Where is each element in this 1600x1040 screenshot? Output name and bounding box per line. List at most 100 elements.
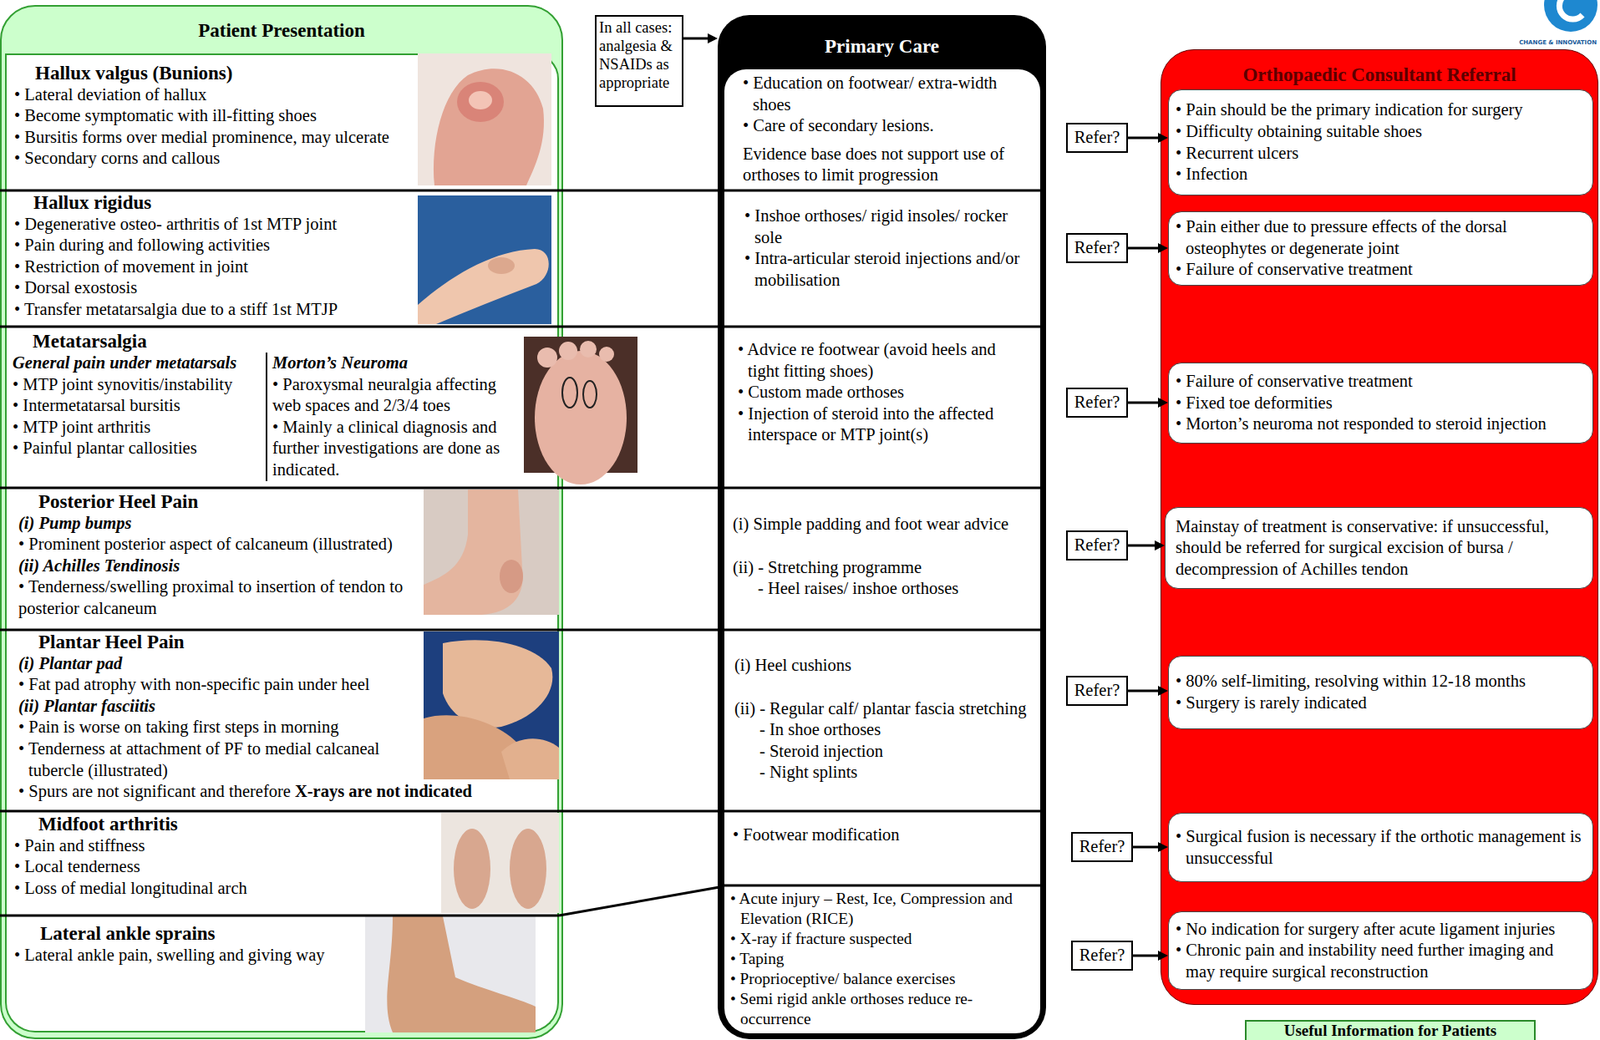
body-text: (ii) - Regular calf/ plantar fascia stre… xyxy=(734,698,1029,721)
illustration-part xyxy=(537,347,558,368)
heading-text: Hallux valgus (Bunions) xyxy=(35,62,414,85)
illustration-part xyxy=(1559,0,1583,20)
illustration-part xyxy=(0,189,1042,193)
body-text: • Painful plantar callosities xyxy=(12,437,264,460)
arrow-head xyxy=(1158,950,1169,961)
connector-line xyxy=(683,37,710,41)
body-text: • Fat pad atrophy with non-specific pain… xyxy=(18,674,421,696)
refer-box: Refer? xyxy=(1071,832,1133,863)
heading-text: Hallux rigidus xyxy=(33,192,414,214)
body-text: (ii) Plantar fasciitis xyxy=(18,695,421,718)
illustration-part xyxy=(501,738,559,780)
body-text: • X-ray if fracture suspected xyxy=(730,929,1029,950)
heading-text: Refer? xyxy=(1074,391,1121,414)
illustration-part xyxy=(423,489,559,615)
illustration-part xyxy=(534,350,627,485)
connector-arrow xyxy=(1127,685,1169,696)
note-box: In all cases: analgesia & NSAIDs as appr… xyxy=(594,15,684,107)
body-text: • Secondary corns and callous xyxy=(14,147,414,170)
connector-arrow xyxy=(1127,243,1169,254)
text-group: • Spurs are not significant and therefor… xyxy=(18,781,554,803)
logo-caption: CHANGE & INNOVATION xyxy=(1518,39,1597,47)
heading-text: Refer? xyxy=(1074,126,1121,149)
illustration-part xyxy=(453,828,491,910)
heading-text: Primary Care xyxy=(717,35,1047,58)
logo-symbol xyxy=(1544,0,1598,32)
illustration-part xyxy=(558,887,720,916)
hallux-valgus-photo xyxy=(417,53,552,186)
heading-text: Mainstay of treatment is conservative: i… xyxy=(1175,516,1583,581)
arrow-head xyxy=(1158,842,1169,853)
info-box: Useful Information for Patients xyxy=(1244,1020,1536,1040)
metatarsalgia-photo xyxy=(523,336,638,485)
text-group: Morton’s Neuroma• Paroxysmal neuralgia a… xyxy=(265,352,517,482)
illustration-part xyxy=(1544,0,1598,32)
connector-line xyxy=(1132,954,1160,958)
heading-text: Midfoot arthritis xyxy=(38,813,437,836)
body-text: • Proprioceptive/ balance exercises xyxy=(730,969,1029,990)
row-separator xyxy=(0,190,1042,916)
body-text: • MTP joint arthritis xyxy=(12,416,264,439)
ankle-photo xyxy=(365,916,536,1033)
body-text: • Recurrent ulcers xyxy=(1175,142,1585,165)
body-text: (ii) - Stretching programme xyxy=(732,557,1029,580)
illustration-part xyxy=(562,377,578,408)
referral-box: • Pain should be the primary indication … xyxy=(1168,89,1594,196)
illustration-part xyxy=(0,914,559,918)
body-text: • Surgery is rarely indicated xyxy=(1175,692,1585,715)
illustration-part xyxy=(441,812,559,914)
body-text: • Bursitis forms over medial prominence,… xyxy=(14,126,414,149)
body-text: (i) Pump bumps xyxy=(18,513,421,535)
connector-line xyxy=(1127,544,1157,548)
refer-box: Refer? xyxy=(1066,233,1128,264)
heading-text: Refer? xyxy=(1079,836,1126,859)
body-text: • Loss of medial longitudinal arch xyxy=(14,878,437,900)
body-text: • Failure of conservative treatment xyxy=(1175,259,1585,281)
body-text: • Spurs are not significant and therefor… xyxy=(18,782,291,801)
heading-text: Metatarsalgia xyxy=(32,330,549,353)
heading-text: Orthopaedic Consultant Referral xyxy=(1161,64,1598,87)
heading-text: Lateral ankle sprains xyxy=(40,923,366,945)
body-text: • Prominent posterior aspect of calcaneu… xyxy=(18,533,421,556)
body-text: • Degenerative osteo- arthritis of 1st M… xyxy=(14,213,414,236)
illustration-part xyxy=(509,828,547,910)
body-text: - Night splints xyxy=(759,761,1029,784)
body-text: • Chronic pain and instability need furt… xyxy=(1175,939,1585,983)
body-text: • MTP joint synovitis/instability xyxy=(12,374,264,397)
body-text: Morton’s Neuroma xyxy=(272,352,517,375)
treatment-row: • Acute injury – Rest, Ice, Compression … xyxy=(724,885,1041,1034)
referral-box: • Failure of conservative treatment• Fix… xyxy=(1168,362,1594,444)
heading-text: Refer? xyxy=(1074,534,1121,557)
connector-line xyxy=(1127,247,1160,250)
body-text: - In shoe orthoses xyxy=(759,719,1029,742)
connector-arrow xyxy=(683,33,718,44)
heading-text: • Inshoe orthoses/ rigid insoles/ rocker… xyxy=(744,205,1029,249)
connector-arrow xyxy=(1127,132,1169,143)
heading-text: • 80% self-limiting, resolving within 12… xyxy=(1175,670,1585,693)
body-text: • Fixed toe deformities xyxy=(1175,392,1585,415)
illustration-part xyxy=(417,248,549,325)
condition-row: Lateral ankle sprains• Lateral ankle pai… xyxy=(5,915,559,1033)
posterior-heel-photo xyxy=(423,489,559,615)
arrow-head xyxy=(1158,243,1169,254)
illustration-part xyxy=(499,559,524,594)
heading-text: Plantar Heel Pain xyxy=(38,631,421,654)
referral-box: • Pain either due to pressure effects of… xyxy=(1168,211,1594,286)
refer-box: Refer? xyxy=(1066,387,1128,418)
heading-text: Useful Information for Patients xyxy=(1246,1021,1534,1040)
illustration-part xyxy=(386,916,536,1033)
connector-arrow xyxy=(1127,540,1165,551)
illustration-part xyxy=(423,631,559,780)
body-text: • Injection of steroid into the affected… xyxy=(737,403,1029,447)
illustration-part xyxy=(442,640,553,728)
condition-row: MetatarsalgiaGeneral pain under metatars… xyxy=(5,326,559,488)
panel: Primary Care• Education on footwear/ ext… xyxy=(717,15,1047,1040)
panel: Patient PresentationHallux valgus (Bunio… xyxy=(0,5,564,1040)
referral-box: Mainstay of treatment is conservative: i… xyxy=(1164,507,1594,590)
heading-text: • Advice re footwear (avoid heels and ti… xyxy=(737,339,1029,382)
referral-box: • Surgical fusion is necessary if the or… xyxy=(1168,812,1594,883)
refer-box: Refer? xyxy=(1066,675,1128,707)
heading-text: (i) Simple padding and foot wear advice xyxy=(732,513,1029,536)
body-text: • Become symptomatic with ill-fitting sh… xyxy=(14,105,414,127)
